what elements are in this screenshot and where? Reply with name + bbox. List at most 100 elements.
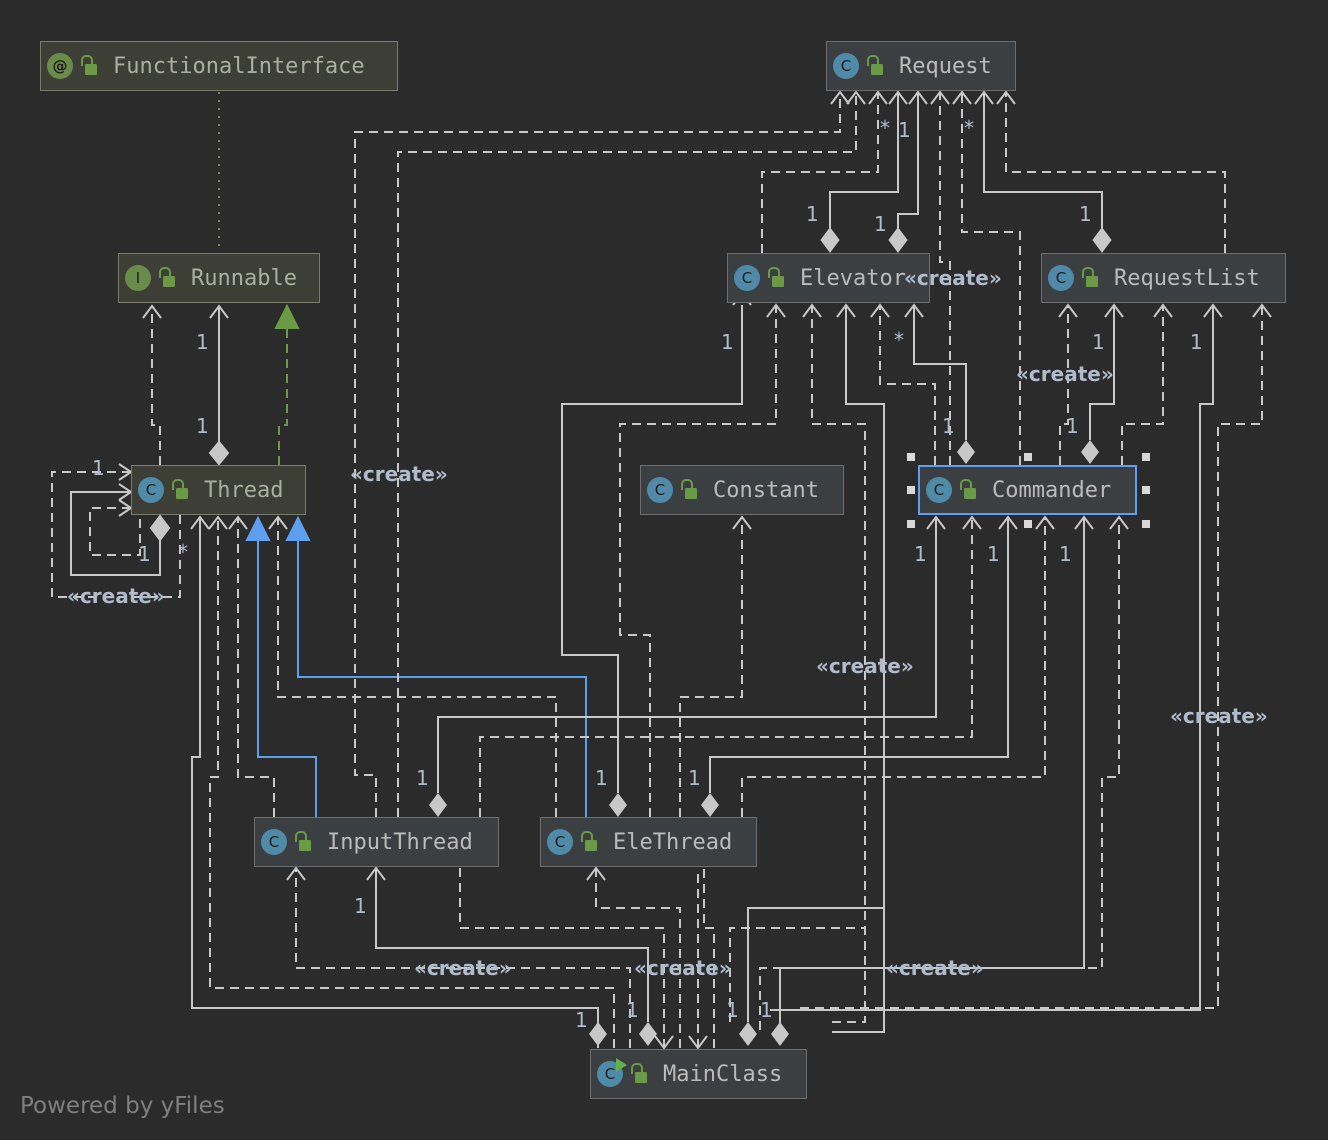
mainclass-diamonds bbox=[589, 1022, 789, 1046]
public-lock-icon bbox=[157, 265, 179, 291]
resize-handle[interactable] bbox=[1024, 453, 1032, 461]
class-name: FunctionalInterface bbox=[113, 53, 365, 79]
thread-runnable-edges bbox=[142, 303, 300, 466]
class-name: RequestList bbox=[1114, 265, 1260, 291]
class-name: MainClass bbox=[663, 1061, 783, 1087]
create-label: «create» bbox=[634, 956, 732, 980]
request-arrowheads bbox=[830, 90, 1016, 105]
requestlist-edges bbox=[770, 303, 1272, 1011]
resize-handle[interactable] bbox=[1142, 520, 1150, 528]
public-lock-icon bbox=[679, 477, 701, 503]
class-icon: C bbox=[833, 53, 859, 79]
mainclass-edges bbox=[286, 866, 884, 1050]
class-name: Commander bbox=[992, 477, 1112, 503]
multiplicity: * bbox=[880, 116, 890, 140]
class-name: Runnable bbox=[191, 265, 297, 291]
class-icon: C bbox=[261, 829, 287, 855]
diamonds bbox=[429, 793, 719, 817]
class-elevator[interactable]: C Elevator bbox=[727, 253, 930, 303]
resize-handle[interactable] bbox=[907, 520, 915, 528]
powered-by-footer: Powered by yFiles bbox=[20, 1093, 225, 1119]
public-lock-icon bbox=[629, 1061, 651, 1087]
multiplicity: 1 bbox=[1092, 330, 1105, 354]
elevator-edges bbox=[561, 291, 967, 1033]
class-icon: C bbox=[138, 477, 164, 503]
multiplicity: 1 bbox=[942, 414, 955, 438]
resize-handle[interactable] bbox=[1142, 453, 1150, 461]
public-lock-icon bbox=[865, 53, 887, 79]
constant-edge bbox=[679, 515, 752, 817]
multiplicity: * bbox=[964, 116, 974, 140]
multiplicity: 1 bbox=[721, 330, 734, 354]
class-runnable[interactable]: I Runnable bbox=[118, 253, 320, 303]
multiplicity: 1 bbox=[1190, 330, 1203, 354]
resize-handle[interactable] bbox=[1142, 486, 1150, 494]
create-label: «create» bbox=[1170, 704, 1268, 728]
class-main-class[interactable]: C MainClass bbox=[590, 1049, 807, 1099]
multiplicity: 1 bbox=[92, 456, 105, 480]
multiplicity: * bbox=[894, 328, 904, 352]
class-icon: C bbox=[647, 477, 673, 503]
create-label: «create» bbox=[67, 584, 165, 608]
create-label: «create» bbox=[816, 654, 914, 678]
create-label: «create» bbox=[350, 462, 448, 486]
multiplicity: 1 bbox=[138, 542, 151, 566]
multiplicity: 1 bbox=[898, 118, 911, 142]
class-icon: C bbox=[1048, 265, 1074, 291]
public-lock-icon bbox=[579, 829, 601, 855]
class-icon: C bbox=[734, 265, 760, 291]
multiplicity: 1 bbox=[196, 330, 209, 354]
multiplicity: 1 bbox=[196, 414, 209, 438]
multiplicity: 1 bbox=[354, 894, 367, 918]
request-diamonds bbox=[820, 227, 1112, 253]
class-request[interactable]: C Request bbox=[826, 41, 1016, 91]
multiplicity: 1 bbox=[914, 542, 927, 566]
class-functional-interface[interactable]: @ FunctionalInterface bbox=[40, 41, 398, 91]
multiplicity: 1 bbox=[1066, 414, 1079, 438]
class-name: Thread bbox=[204, 477, 284, 503]
create-label: «create» bbox=[414, 956, 512, 980]
class-icon: C bbox=[547, 829, 573, 855]
inheritance-edges bbox=[245, 515, 587, 817]
request-edges bbox=[354, 92, 1226, 817]
thread-incoming-edges bbox=[190, 515, 615, 1048]
resize-handle[interactable] bbox=[907, 453, 915, 461]
diamond bbox=[1081, 440, 1099, 464]
multiplicity: 1 bbox=[987, 542, 1000, 566]
multiplicity: 1 bbox=[874, 212, 887, 236]
resize-handle[interactable] bbox=[1024, 520, 1032, 528]
resize-handle[interactable] bbox=[907, 486, 915, 494]
multiplicity: 1 bbox=[688, 766, 701, 790]
diamond bbox=[957, 440, 975, 464]
class-name: EleThread bbox=[613, 829, 733, 855]
create-label: «create» bbox=[1016, 362, 1114, 386]
class-thread[interactable]: C Thread bbox=[131, 465, 306, 515]
class-icon: C bbox=[926, 477, 952, 503]
multiplicity: 1 bbox=[1059, 542, 1072, 566]
multiplicity: 1 bbox=[626, 998, 639, 1022]
annotation-icon: @ bbox=[47, 53, 73, 79]
multiplicity: 1 bbox=[1079, 202, 1092, 226]
public-lock-icon bbox=[1080, 265, 1102, 291]
public-lock-icon bbox=[958, 477, 980, 503]
multiplicity: 1 bbox=[595, 766, 608, 790]
class-name: Elevator bbox=[800, 265, 906, 291]
public-lock-icon bbox=[170, 477, 192, 503]
class-ele-thread[interactable]: C EleThread bbox=[540, 817, 757, 867]
interface-icon: I bbox=[125, 265, 151, 291]
create-label: «create» bbox=[904, 266, 1002, 290]
multiplicity: 1 bbox=[760, 998, 773, 1022]
commander-edges bbox=[437, 515, 1129, 1032]
multiplicity: 1 bbox=[575, 1008, 588, 1032]
runnable-class-icon: C bbox=[597, 1058, 627, 1087]
class-request-list[interactable]: C RequestList bbox=[1041, 253, 1286, 303]
multiplicity: 1 bbox=[726, 998, 739, 1022]
class-commander[interactable]: C Commander bbox=[918, 465, 1137, 515]
create-label: «create» bbox=[886, 956, 984, 980]
public-lock-icon bbox=[766, 265, 788, 291]
class-name: Constant bbox=[713, 477, 819, 503]
class-constant[interactable]: C Constant bbox=[640, 465, 844, 515]
public-lock-icon bbox=[293, 829, 315, 855]
class-input-thread[interactable]: C InputThread bbox=[254, 817, 499, 867]
